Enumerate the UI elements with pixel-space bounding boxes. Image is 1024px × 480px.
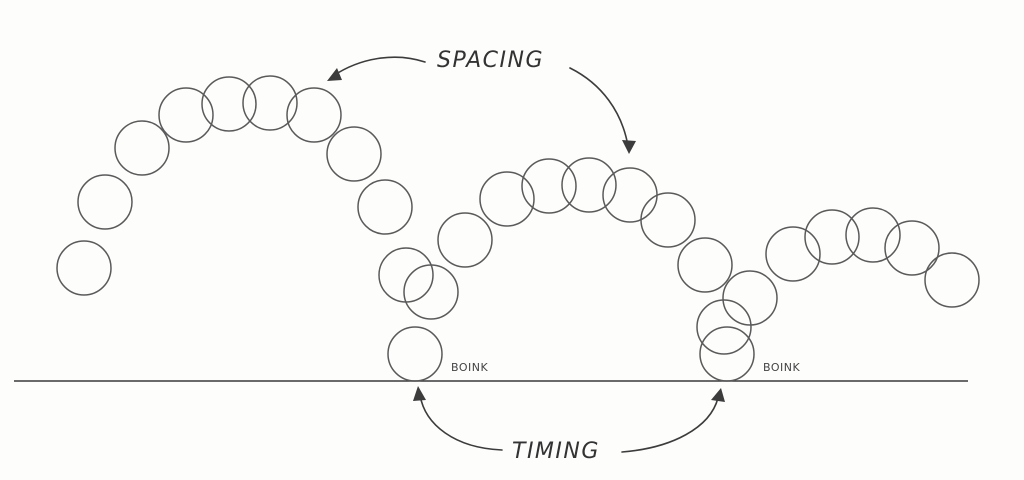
ball xyxy=(403,264,459,320)
ball xyxy=(378,247,434,303)
spacing-arrows xyxy=(327,56,636,154)
ball xyxy=(158,87,214,143)
ball xyxy=(201,76,257,132)
ball xyxy=(696,299,752,355)
bounce-arc-1 xyxy=(56,75,459,382)
ball xyxy=(286,87,342,143)
timing-arrows xyxy=(413,386,725,453)
ball xyxy=(884,220,940,276)
ball xyxy=(561,157,617,213)
bounce-arc-2 xyxy=(437,157,778,382)
ball xyxy=(640,192,696,248)
ball xyxy=(699,326,755,382)
timing-arrowhead-left xyxy=(413,386,426,401)
ball xyxy=(437,212,493,268)
spacing-label: SPACING xyxy=(437,48,544,73)
spacing-arrowhead-right xyxy=(622,140,636,154)
ball xyxy=(722,270,778,326)
ball xyxy=(357,179,413,235)
spacing-arrow-left xyxy=(332,56,426,77)
boink-label-1: BOINK xyxy=(451,361,488,374)
timing-arrow-right xyxy=(621,397,719,453)
boink-label-2: BOINK xyxy=(763,361,800,374)
timing-label: TIMING xyxy=(512,439,600,464)
spacing-arrow-right xyxy=(569,67,629,147)
ball xyxy=(387,326,443,382)
ball xyxy=(56,240,112,296)
ball xyxy=(521,158,577,214)
ball xyxy=(242,75,298,131)
timing-arrow-left xyxy=(419,394,503,451)
ball xyxy=(114,120,170,176)
ball xyxy=(77,174,133,230)
ball xyxy=(677,237,733,293)
ball xyxy=(804,209,860,265)
ball xyxy=(765,226,821,282)
ball xyxy=(326,126,382,182)
spacing-arrowhead-left xyxy=(327,68,342,81)
timing-arrowhead-right xyxy=(711,388,725,402)
ball xyxy=(924,252,980,308)
ball xyxy=(479,171,535,227)
ball xyxy=(602,167,658,223)
ball xyxy=(845,207,901,263)
bounce-arc-3 xyxy=(765,207,980,308)
